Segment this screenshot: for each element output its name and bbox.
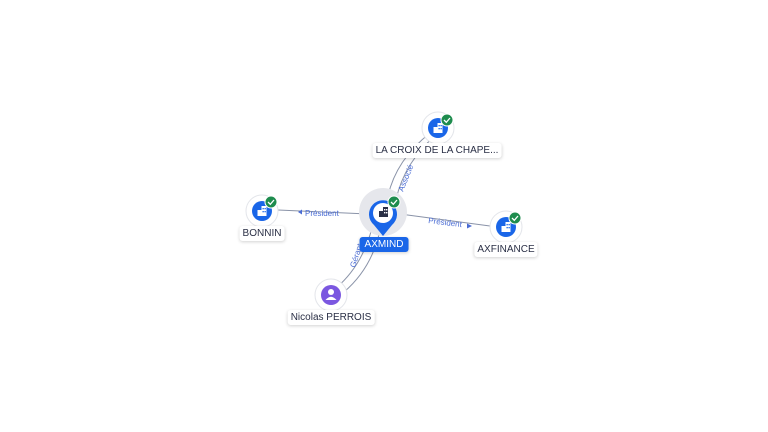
edge-label-left: Président xyxy=(305,209,340,218)
building-icon xyxy=(379,207,388,217)
verified-check-icon xyxy=(387,195,401,209)
node-axfinance[interactable] xyxy=(489,210,523,244)
arrow-left xyxy=(298,209,302,215)
edge-left xyxy=(277,209,369,215)
node-nicolas-perrois[interactable] xyxy=(314,278,348,312)
edge-label-right: Président xyxy=(428,216,463,229)
arrow-right xyxy=(467,223,472,229)
node-axmind[interactable] xyxy=(359,188,407,236)
verified-check-icon xyxy=(440,113,454,127)
verified-check-icon xyxy=(508,211,522,225)
person-icon xyxy=(325,289,337,300)
node-label-axmind[interactable]: AXMIND xyxy=(359,237,409,252)
node-label-axfinance[interactable]: AXFINANCE xyxy=(474,242,538,257)
building-icon xyxy=(501,222,511,232)
node-label-la-croix[interactable]: LA CROIX DE LA CHAPE... xyxy=(372,143,502,158)
edge-bottom-2 xyxy=(343,229,381,293)
edge-right xyxy=(399,213,491,227)
verified-check-icon xyxy=(264,195,278,209)
node-label-nicolas-perrois[interactable]: Nicolas PERROIS xyxy=(287,310,375,325)
building-icon xyxy=(433,123,443,133)
node-label-bonnin[interactable]: BONNIN xyxy=(239,226,285,241)
node-la-croix[interactable] xyxy=(421,111,455,145)
building-icon xyxy=(257,206,267,216)
node-bonnin[interactable] xyxy=(245,194,279,228)
